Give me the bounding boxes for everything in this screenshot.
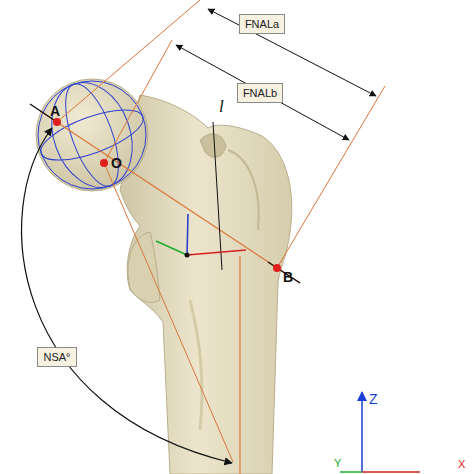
point-label: A [50, 104, 60, 118]
axis-letter: l [219, 98, 224, 115]
axis-label: X [458, 459, 465, 470]
dimension-label: FNALb [243, 87, 277, 99]
dimension-label: FNALa [245, 18, 279, 30]
axis-label: Y [334, 458, 341, 469]
dimension-label-box: FNALa [239, 14, 285, 34]
dimension-label-box: NSA° [37, 347, 76, 367]
dimension-label-box: FNALb [237, 83, 283, 103]
point-label: B [283, 270, 293, 284]
point-label: O [111, 156, 122, 170]
dimension-label: NSA° [43, 351, 70, 363]
axis-label: Z [369, 392, 378, 406]
